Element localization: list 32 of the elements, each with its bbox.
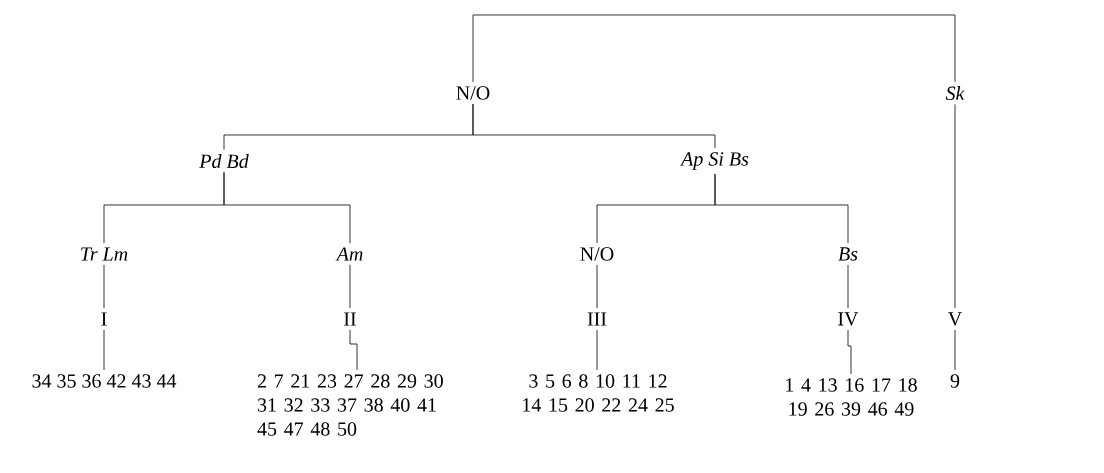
tree-line [103, 264, 105, 309]
taxon-label: Sk [945, 85, 965, 100]
tree-line [349, 329, 358, 371]
tree-line [714, 173, 849, 244]
tree-line [472, 14, 956, 83]
tree-line [103, 329, 105, 371]
group-numeral: I [101, 312, 107, 326]
tree-line [596, 329, 598, 371]
group-numeral: V [948, 312, 962, 326]
group-numeral: IV [838, 312, 859, 326]
taxon-label: N/O [580, 247, 614, 261]
group-numeral: II [344, 312, 356, 326]
taxon-label: Bs [838, 247, 858, 261]
member-list: 3 5 6 8 10 11 12 14 15 20 22 24 25 [523, 374, 674, 412]
tree-line [472, 103, 716, 149]
taxon-label: Ap Si Bs [680, 152, 749, 170]
tree-line [847, 329, 852, 375]
tree-line [954, 329, 956, 371]
tree-line [596, 264, 598, 309]
taxon-label: Am [335, 247, 363, 261]
member-list: 9 [950, 374, 960, 388]
tree-line [349, 264, 351, 309]
taxon-label: Tr Lm [81, 247, 128, 261]
member-list: 1 4 13 16 17 18 19 26 39 46 49 [786, 378, 917, 416]
taxon-label: Pd Bd [199, 153, 249, 169]
member-list: 2 7 21 23 27 28 29 30 31 32 33 37 38 40 41 45 47 48 50 [257, 374, 443, 436]
tree-line [223, 171, 351, 244]
tree-line [847, 264, 849, 309]
taxon-label: N/O [456, 86, 490, 100]
tree-line [954, 103, 956, 309]
group-numeral: III [587, 312, 607, 326]
member-list: 34 35 36 42 43 44 [32, 374, 177, 388]
